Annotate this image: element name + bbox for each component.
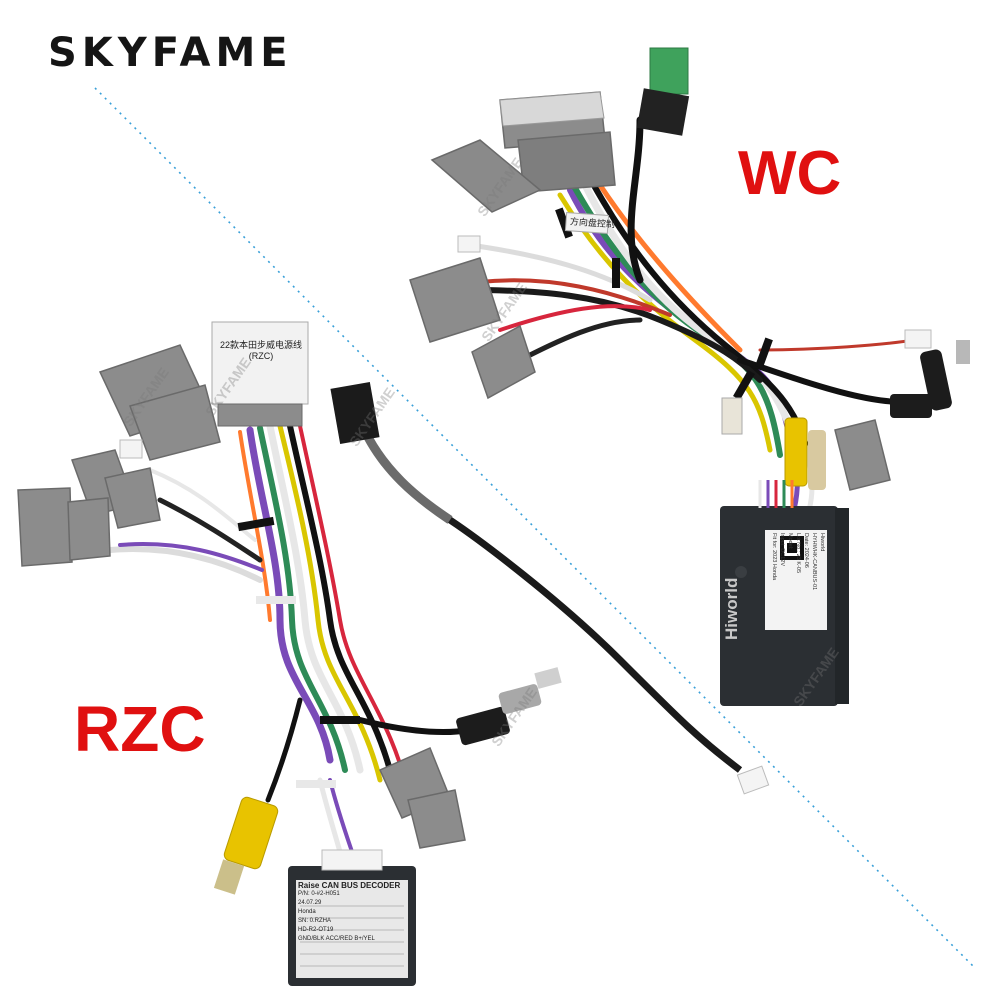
brand-logo: SKYFAME <box>48 30 293 76</box>
rzc-decoder-line: Honda <box>298 909 316 915</box>
wc-decoder-line: Hiworld <box>819 533 825 552</box>
rzc-decoder-line: SN: 0.RZHA <box>298 918 332 924</box>
rzc-decoder-line: GND/BLK ACC/RED B+/YEL <box>298 936 375 942</box>
wc-decoder-line: Input: DC12V <box>779 533 785 567</box>
wc-decoder-line: Lot No.: 23 K-05 <box>795 533 801 574</box>
variant-label-wc: WC <box>738 139 842 208</box>
wc-decoder-line: HYHWHK-CANBUS-01 <box>811 533 817 591</box>
rzc-harness-tag-line: (RZC) <box>248 351 274 361</box>
wc-decoder-line: Date: 2024-06 <box>803 533 809 568</box>
wc-decoder-line: Fit for: 2023 Honda <box>771 533 777 581</box>
wc-decoder-brand: Hiworld <box>722 577 741 640</box>
rzc-decoder-line: HD-R2-OT19 <box>298 927 334 933</box>
rzc-decoder-line: 24.07.29 <box>298 900 322 906</box>
rzc-decoder-line: P/N: 0-#2-H051 <box>298 891 340 897</box>
variant-label-rzc: RZC <box>74 693 206 765</box>
rzc-decoder-brand: Raise <box>298 881 320 890</box>
rzc-harness-tag-line: 22款本田步威电源线 <box>219 340 302 350</box>
rzc-harness-tag: 22款本田步威电源线 (RZC) <box>216 338 306 361</box>
rzc-decoder-title: CAN BUS DECODER <box>321 881 401 890</box>
rzc-decoder-header: Raise CAN BUS DECODER <box>298 881 408 890</box>
rzc-decoder-label: Raise CAN BUS DECODER P/N: 0-#2-H051 24.… <box>298 881 408 944</box>
wc-decoder-line: Model: <box>787 533 793 550</box>
wc-decoder-label: Hiworld HYHWHK-CANBUS-01 Date: 2024-06 L… <box>770 533 826 629</box>
